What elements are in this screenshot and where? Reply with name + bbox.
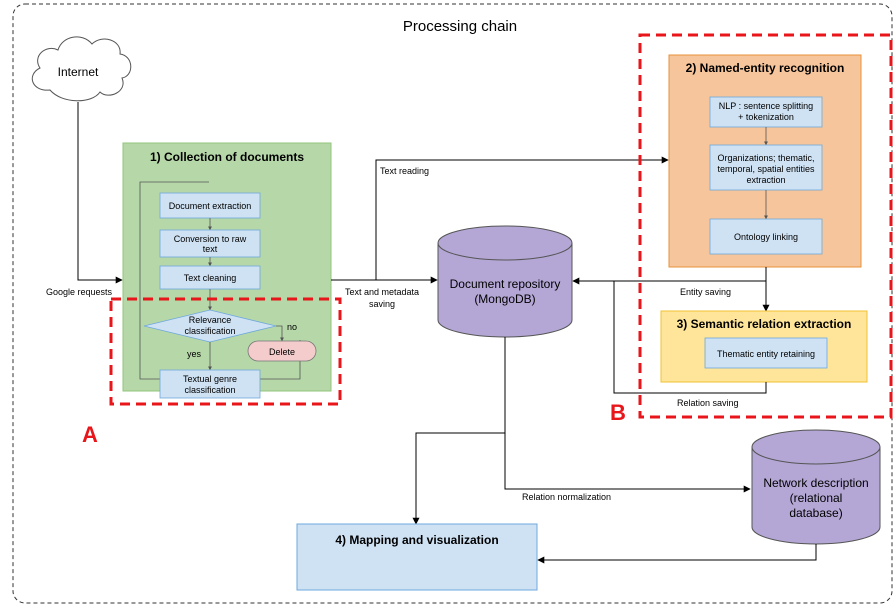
internet-label: Internet [58,65,99,79]
genre-label-2: classification [184,385,235,395]
relation-normalization-label: Relation normalization [522,492,611,502]
yes-label: yes [187,349,202,359]
region-b-marker: B [610,400,626,425]
mapping-title: 4) Mapping and visualization [335,533,498,547]
step-document-extraction-label: Document extraction [169,201,252,211]
relevance-label-1: Relevance [189,315,232,325]
entity-saving-label: Entity saving [680,287,731,297]
step-conversion [159,229,261,258]
edge-internet-to-collection [77,102,123,284]
mapping-box [296,523,538,591]
delete-label: Delete [269,347,295,357]
edge-network-to-mapping [537,544,817,564]
edge-relation-normalization [504,433,751,493]
step-text-cleaning-label: Text cleaning [184,273,237,283]
network-label-3: database) [789,506,842,520]
outer-frame [12,3,893,604]
region-b-frame [638,33,893,419]
genre-label-1: Textual genre [183,374,237,384]
step-entity-extraction [709,144,823,191]
internet-cloud: Internet [31,36,132,102]
region-a-marker: A [82,422,98,447]
google-requests-label: Google requests [46,287,113,297]
step-conversion-label-1: Conversion to raw [174,234,247,244]
step-thematic-retaining [704,337,828,369]
org-label-2: temporal, spatial entities [717,164,815,174]
repository-label-2: (MongoDB) [474,292,535,306]
thematic-label: Thematic entity retaining [717,349,815,359]
org-label-3: extraction [746,175,785,185]
semantic-title: 3) Semantic relation extraction [677,317,852,331]
ner-title: 2) Named-entity recognition [686,61,845,75]
repository-label-1: Document repository [450,277,561,291]
network-label-2: (relational [790,491,843,505]
step-nlp [709,96,823,128]
diagram-title: Processing chain [403,18,517,35]
relevance-label-2: classification [184,326,235,336]
step-genre-classification [159,369,261,399]
text-reading-label: Text reading [380,166,429,176]
edge-relation-saving [613,281,767,394]
network-description-db: Network description (relational database… [751,429,881,545]
saving-label-2: saving [369,299,395,309]
no-label: no [287,322,297,332]
edge-to-ner [375,156,669,280]
org-label-1: Organizations; thematic, [717,153,814,163]
delete-terminal [247,340,317,362]
edge-repository-down [412,337,506,525]
relation-saving-label: Relation saving [677,398,739,408]
collection-title: 1) Collection of documents [150,150,304,164]
step-ontology-linking [709,218,823,255]
saving-label-1: Text and metadata [345,287,419,297]
step-conversion-label-2: text [203,244,218,254]
nlp-label-2: + tokenization [738,112,794,122]
ontology-label: Ontology linking [734,232,798,242]
nlp-label-1: NLP : sentence splitting [719,101,813,111]
network-label-1: Network description [763,476,868,490]
edge-relevance-no [276,325,284,342]
document-repository: Document repository (MongoDB) [437,225,573,338]
region-a-frame [109,297,342,406]
collection-loop [139,181,301,380]
